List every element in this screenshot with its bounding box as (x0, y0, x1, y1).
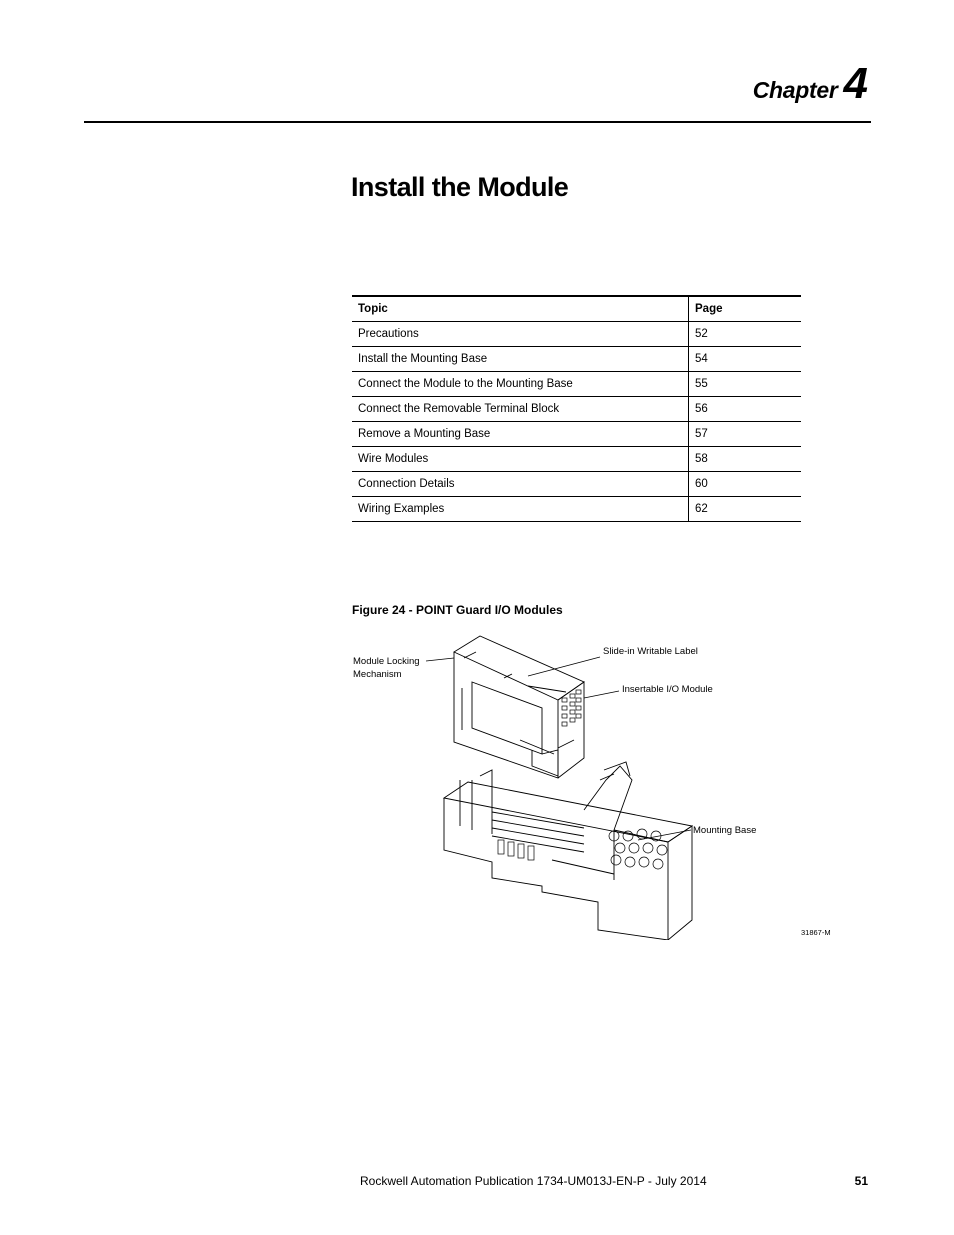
io-module-callout: Insertable I/O Module (622, 684, 713, 695)
page-cell: 52 (688, 321, 801, 347)
topic-cell: Connect the Module to the Mounting Base (352, 371, 689, 397)
topic-cell: Wiring Examples (352, 496, 689, 522)
table-row: Install the Mounting Base 54 (352, 346, 801, 372)
topic-cell: Connect the Removable Terminal Block (352, 396, 689, 422)
page-cell: 60 (688, 471, 801, 497)
page-cell: 54 (688, 346, 801, 372)
module-locking-line1: Module Locking (353, 656, 420, 667)
writable-label-callout: Slide-in Writable Label (603, 646, 698, 657)
topic-cell: Precautions (352, 321, 689, 347)
table-row: Precautions 52 (352, 321, 801, 347)
footer-publication: Rockwell Automation Publication 1734-UM0… (360, 1174, 707, 1188)
page-cell: 58 (688, 446, 801, 472)
topic-cell: Remove a Mounting Base (352, 421, 689, 447)
chapter-number: 4 (843, 59, 868, 108)
module-illustration (425, 635, 694, 940)
figure-caption: Figure 24 - POINT Guard I/O Modules (352, 603, 563, 617)
topic-cell: Install the Mounting Base (352, 346, 689, 372)
module-locking-label: Module Locking Mechanism (353, 655, 420, 681)
figure-id: 31867-M (801, 928, 831, 937)
page-header: Page (688, 295, 801, 322)
mounting-base-callout: Mounting Base (693, 825, 757, 836)
table-row: Wiring Examples 62 (352, 496, 801, 522)
table-row: Wire Modules 58 (352, 446, 801, 472)
chapter-rule (84, 121, 871, 123)
topic-table: Topic Page Precautions 52 Install the Mo… (352, 295, 801, 522)
table-header-row: Topic Page (352, 295, 801, 322)
page-cell: 57 (688, 421, 801, 447)
table-row: Remove a Mounting Base 57 (352, 421, 801, 447)
topic-cell: Wire Modules (352, 446, 689, 472)
module-figure: Module Locking Mechanism Slide-in Writab… (352, 630, 862, 940)
mounting-base-drawing (442, 761, 694, 940)
table-row: Connect the Removable Terminal Block 56 (352, 396, 801, 422)
topic-cell: Connection Details (352, 471, 689, 497)
page-cell: 56 (688, 396, 801, 422)
io-module-drawing (453, 635, 585, 779)
page-cell: 55 (688, 371, 801, 397)
page-cell: 62 (688, 496, 801, 522)
table-row: Connect the Module to the Mounting Base … (352, 371, 801, 397)
chapter-heading: Chapter 4 (753, 62, 868, 106)
footer-page-number: 51 (854, 1174, 868, 1188)
chapter-word: Chapter (752, 77, 838, 103)
module-locking-line2: Mechanism (353, 669, 402, 680)
topic-header: Topic (352, 295, 689, 322)
table-row: Connection Details 60 (352, 471, 801, 497)
page-title: Install the Module (351, 172, 569, 202)
callout-leader-lines (425, 656, 692, 841)
